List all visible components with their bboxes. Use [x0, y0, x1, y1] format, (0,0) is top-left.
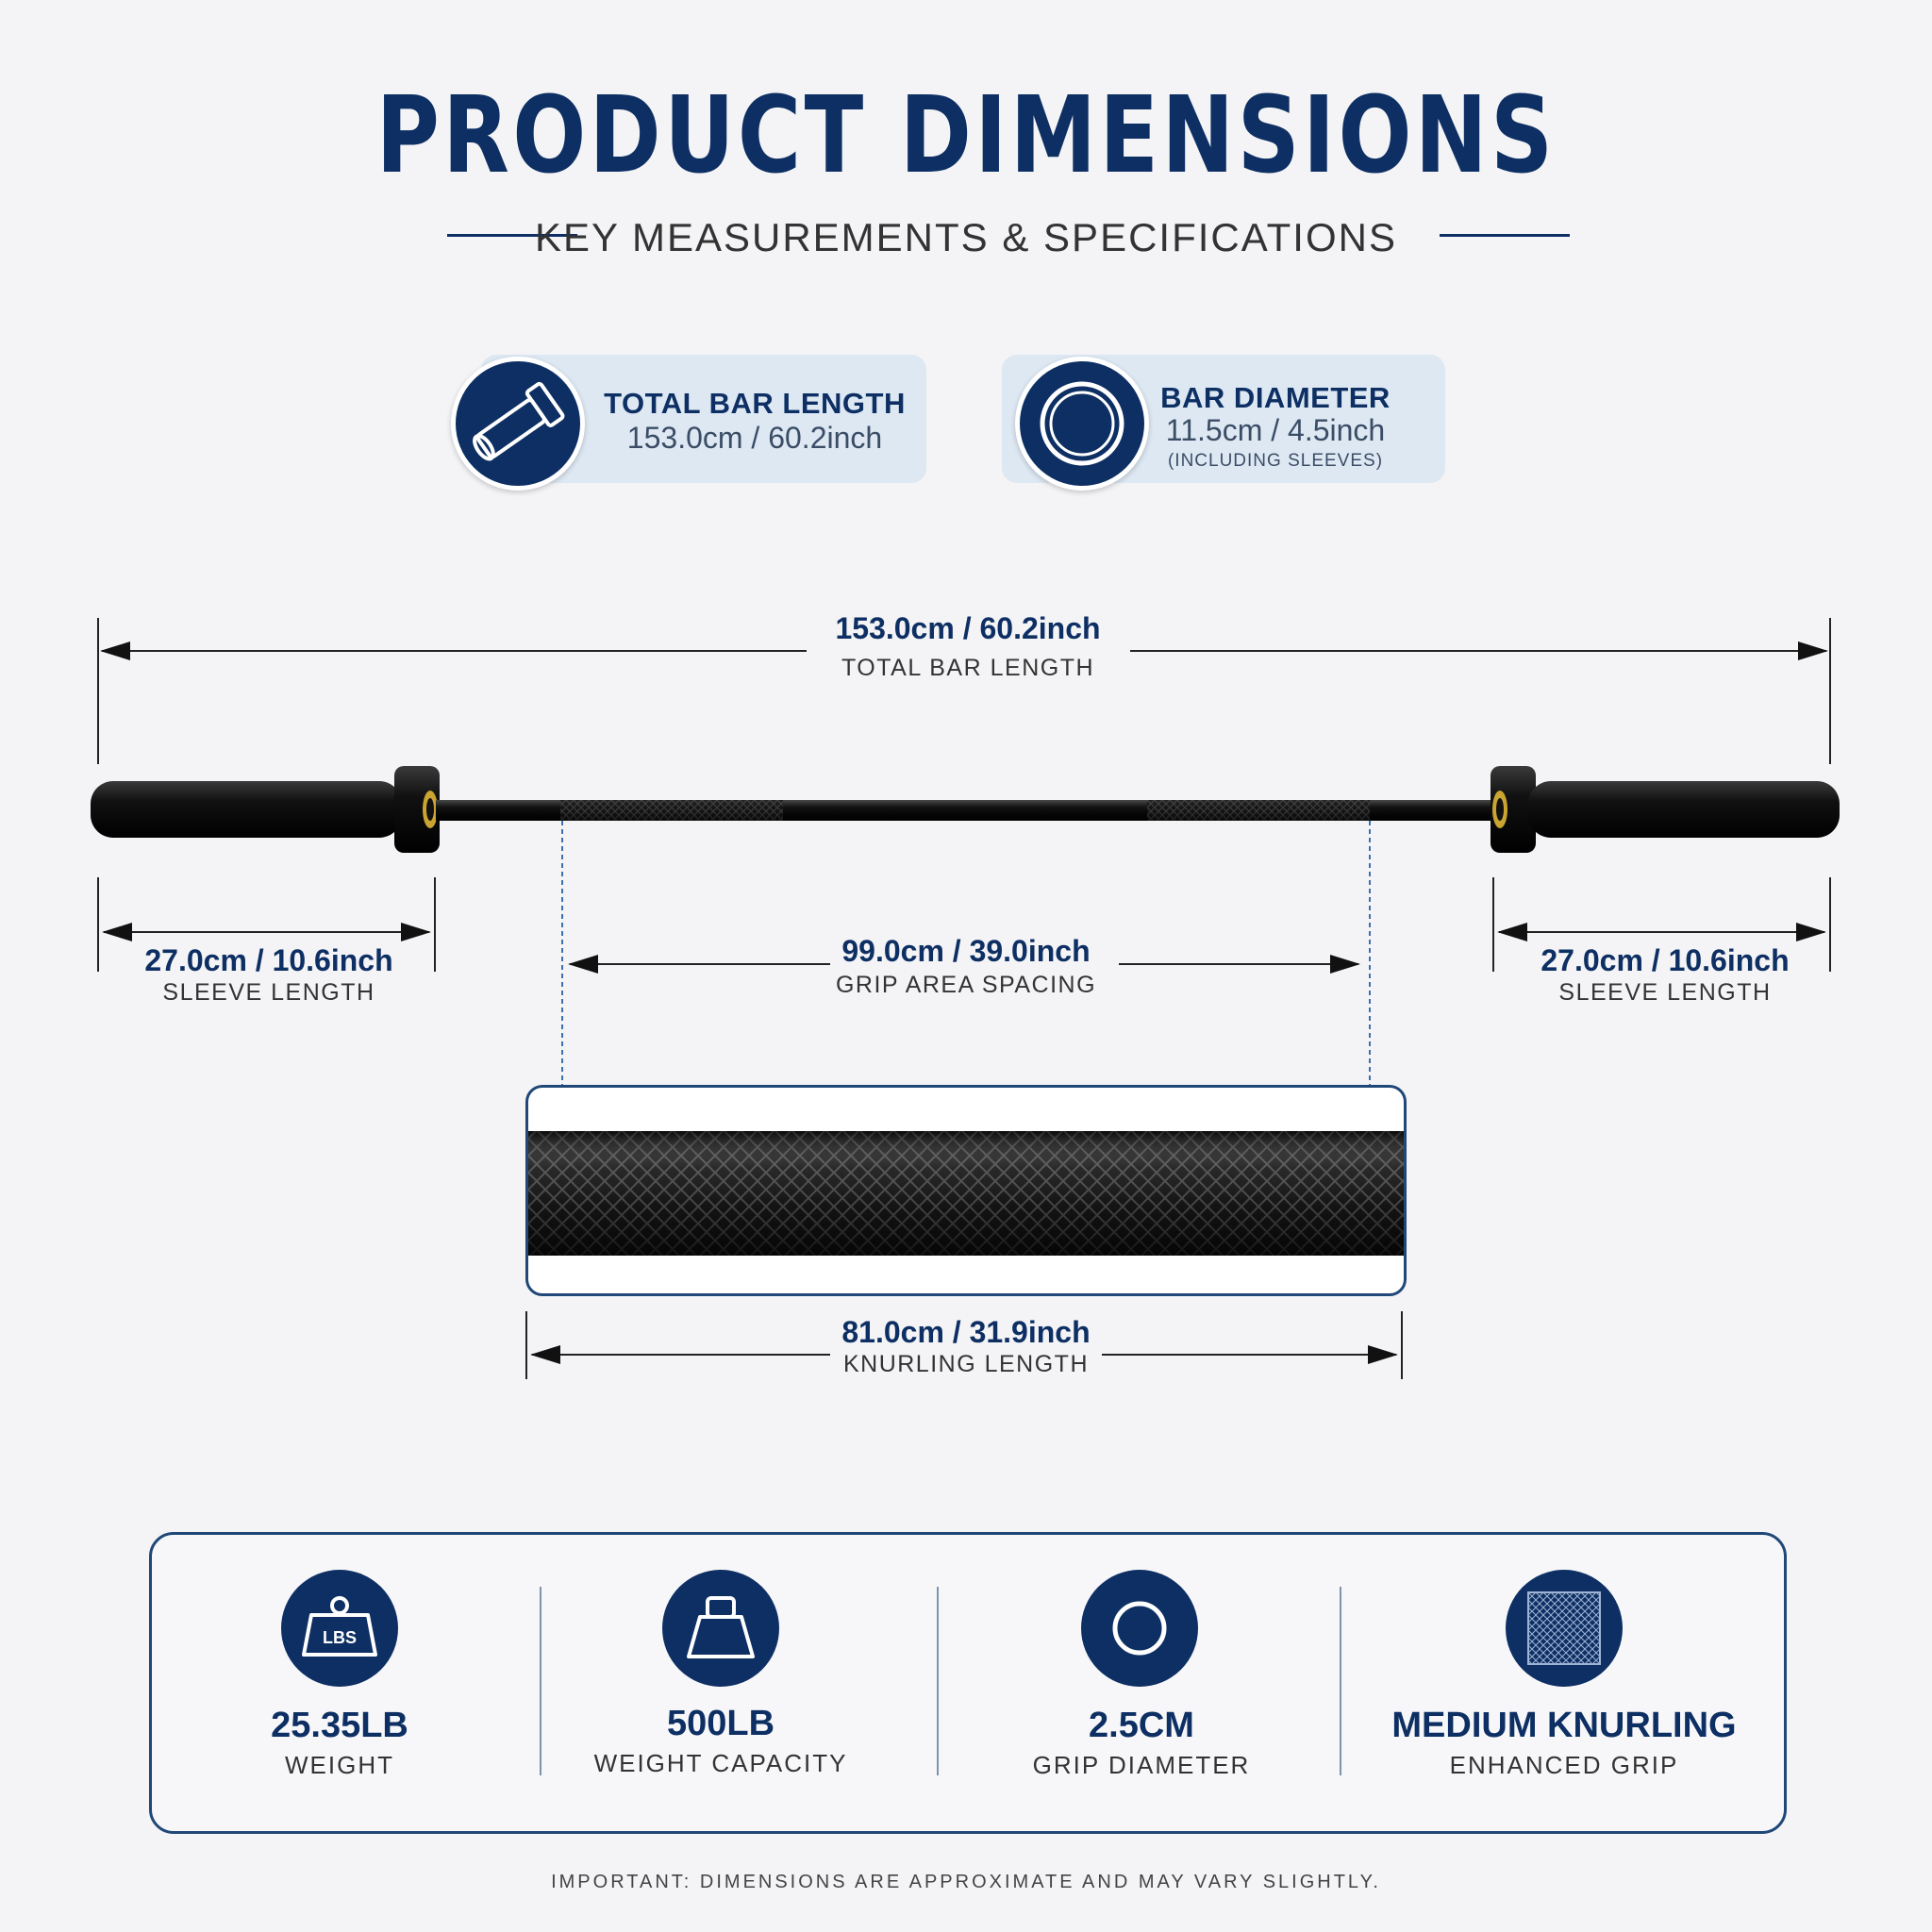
- feature-capacity-value: 500LB: [666, 1704, 775, 1743]
- subtitle-rule-right: [1440, 234, 1570, 237]
- knurling-length-label: KNURLING LENGTH: [842, 1351, 1090, 1377]
- spec-card-value: 11.5cm / 4.5inch: [1165, 413, 1386, 447]
- spec-card-total-length: TOTAL BAR LENGTH 153.0cm / 60.2inch: [481, 355, 926, 483]
- grip-spacing-label: GRIP AREA SPACING: [835, 972, 1097, 998]
- knurling-zoom-panel: [525, 1085, 1407, 1296]
- feature-weight-value: 25.35LB: [271, 1706, 408, 1745]
- feature-knurling-label: ENHANCED GRIP: [1449, 1751, 1679, 1779]
- feature-knurling-value: MEDIUM KNURLING: [1391, 1706, 1737, 1745]
- disclaimer-footnote: IMPORTANT: DIMENSIONS ARE APPROXIMATE AN…: [551, 1872, 1381, 1892]
- feature-weight-label: WEIGHT: [285, 1751, 394, 1779]
- feature-capacity-label: WEIGHT CAPACITY: [593, 1749, 848, 1777]
- spec-card-heading: TOTAL BAR LENGTH: [604, 387, 906, 420]
- feature-divider: [937, 1587, 939, 1775]
- sleeve-right-value: 27.0cm / 10.6inch: [1541, 943, 1790, 977]
- feature-divider: [1340, 1587, 1341, 1775]
- ring-icon: [1015, 357, 1149, 491]
- feature-grip-diameter-label: GRIP DIAMETER: [1032, 1751, 1251, 1779]
- total-length-value: 153.0cm / 60.2inch: [835, 611, 1101, 645]
- svg-text:LBS: LBS: [323, 1628, 357, 1647]
- knurling-texture-icon: [1506, 1570, 1623, 1687]
- spec-card-note: (INCLUDING SLEEVES): [1167, 451, 1384, 471]
- barbell-sleeve-icon: [451, 357, 585, 491]
- sleeve-left-value: 27.0cm / 10.6inch: [144, 943, 393, 977]
- subtitle-rule-left: [447, 234, 577, 237]
- feature-divider: [540, 1587, 541, 1775]
- spec-card-heading: BAR DIAMETER: [1160, 381, 1391, 414]
- page-subtitle: KEY MEASUREMENTS & SPECIFICATIONS: [535, 215, 1397, 259]
- lbs-weight-icon: LBS: [281, 1570, 398, 1687]
- total-length-label: TOTAL BAR LENGTH: [841, 655, 1095, 681]
- sleeve-right-label: SLEEVE LENGTH: [1558, 979, 1772, 1006]
- page-title: PRODUCT DIMENSIONS: [375, 75, 1557, 197]
- sleeve-left-label: SLEEVE LENGTH: [162, 979, 375, 1006]
- feature-grip-diameter-value: 2.5CM: [1089, 1706, 1194, 1745]
- kettlebell-weight-icon: [662, 1570, 779, 1687]
- grip-spacing-value: 99.0cm / 39.0inch: [841, 934, 1091, 968]
- features-panel: [149, 1532, 1787, 1834]
- knurling-length-value: 81.0cm / 31.9inch: [841, 1315, 1091, 1349]
- circle-icon: [1081, 1570, 1198, 1687]
- spec-card-value: 153.0cm / 60.2inch: [626, 421, 883, 455]
